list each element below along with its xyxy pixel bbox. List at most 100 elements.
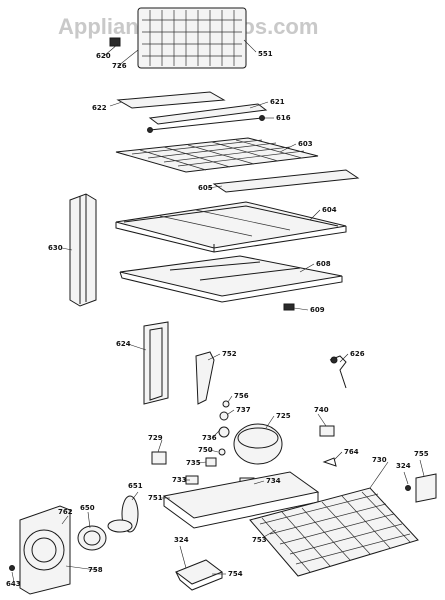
leader-line xyxy=(103,43,119,57)
leader-line xyxy=(369,461,389,489)
leader-line xyxy=(253,480,265,485)
drain-pan xyxy=(174,559,224,591)
leader-line xyxy=(403,471,409,485)
leader-line xyxy=(279,143,297,153)
part-label: 616 xyxy=(276,114,291,122)
part-labels: 620 726 551 622 621 616 603 605 604 630 … xyxy=(6,50,429,588)
part-label: 737 xyxy=(236,406,251,414)
crisper-tray xyxy=(119,255,343,303)
leader-line xyxy=(293,307,309,311)
condenser-bracket xyxy=(415,473,437,503)
terminal-block xyxy=(205,457,217,467)
leader-line xyxy=(299,263,315,273)
shelf-front-trim xyxy=(212,169,360,193)
leader-line xyxy=(339,353,349,363)
leader-line xyxy=(61,247,73,251)
leader-line xyxy=(11,571,15,583)
leader-line xyxy=(207,185,223,189)
part-label: 630 xyxy=(48,244,63,252)
leader-line xyxy=(117,49,139,67)
leader-line xyxy=(209,449,219,453)
leader-line xyxy=(265,415,275,429)
part-label: 324 xyxy=(396,462,411,470)
fan-motor xyxy=(77,525,107,551)
part-label: 608 xyxy=(316,260,331,268)
leader-line xyxy=(309,209,321,221)
part-label: 729 xyxy=(148,434,163,442)
part-label: 643 xyxy=(6,580,21,588)
leader-line xyxy=(419,459,425,477)
part-label: 751 xyxy=(148,494,163,502)
part-label: 626 xyxy=(350,350,365,358)
part-label: 609 xyxy=(310,306,325,314)
side-rail xyxy=(69,193,97,307)
part-label: 753 xyxy=(252,536,267,544)
screw xyxy=(405,485,411,491)
part-label: 725 xyxy=(276,412,291,420)
condenser-clip xyxy=(322,457,337,467)
leader-line xyxy=(61,515,69,525)
leader-line xyxy=(197,461,207,464)
compressor-base xyxy=(162,471,320,529)
start-relay xyxy=(319,425,335,437)
part-label: 650 xyxy=(80,504,95,512)
mount-clip xyxy=(218,448,226,456)
compressor-bracket xyxy=(195,351,215,405)
part-label: 624 xyxy=(116,340,131,348)
leader-line xyxy=(211,429,221,439)
leader-line xyxy=(243,39,257,53)
part-label: 762 xyxy=(58,508,73,516)
part-label: 651 xyxy=(128,482,143,490)
overload xyxy=(218,426,230,438)
leader-line xyxy=(333,451,343,461)
part-label: 758 xyxy=(88,566,103,574)
part-label: 756 xyxy=(234,392,249,400)
part-label: 603 xyxy=(298,140,313,148)
grommet xyxy=(222,400,230,408)
compressor xyxy=(233,423,283,465)
part-label: 733 xyxy=(172,476,187,484)
part-label: 734 xyxy=(266,477,281,485)
part-label: 622 xyxy=(92,104,107,112)
crisper-cover-shelf xyxy=(115,201,347,253)
part-label: 754 xyxy=(228,570,243,578)
trim-strips xyxy=(116,91,268,133)
freezer-shelf xyxy=(115,137,319,173)
capacitor xyxy=(151,451,167,465)
leader-line xyxy=(127,343,147,351)
part-label: 730 xyxy=(372,456,387,464)
part-label: 740 xyxy=(314,406,329,414)
part-label: 752 xyxy=(222,350,237,358)
relay-cover xyxy=(219,411,229,421)
leader-line xyxy=(249,101,269,109)
part-label: 621 xyxy=(270,98,285,106)
evaporator-coil xyxy=(109,7,247,69)
leader-line xyxy=(65,565,97,571)
leader-line xyxy=(227,409,235,415)
thermostat xyxy=(329,355,347,389)
fan-blade xyxy=(107,495,139,533)
leader-line xyxy=(87,511,91,529)
leader-line xyxy=(109,101,123,107)
part-label: 726 xyxy=(112,62,127,70)
part-label: 755 xyxy=(414,450,429,458)
leader-line xyxy=(261,529,277,539)
leader-line xyxy=(207,353,221,361)
leader-line xyxy=(131,491,139,501)
shroud-screw xyxy=(9,565,15,571)
part-label: 764 xyxy=(344,448,359,456)
tray-clip xyxy=(283,303,295,311)
part-label: 604 xyxy=(322,206,337,214)
part-label: 605 xyxy=(198,184,213,192)
vertical-channel xyxy=(143,321,169,405)
part-label: 620 xyxy=(96,52,111,60)
part-label: 750 xyxy=(198,446,213,454)
leader-line xyxy=(157,439,163,453)
leader-line xyxy=(227,395,233,403)
condenser-coil xyxy=(249,487,419,577)
fan-shroud xyxy=(19,505,71,595)
leader-line xyxy=(179,545,187,569)
part-label: 324 xyxy=(174,536,189,544)
